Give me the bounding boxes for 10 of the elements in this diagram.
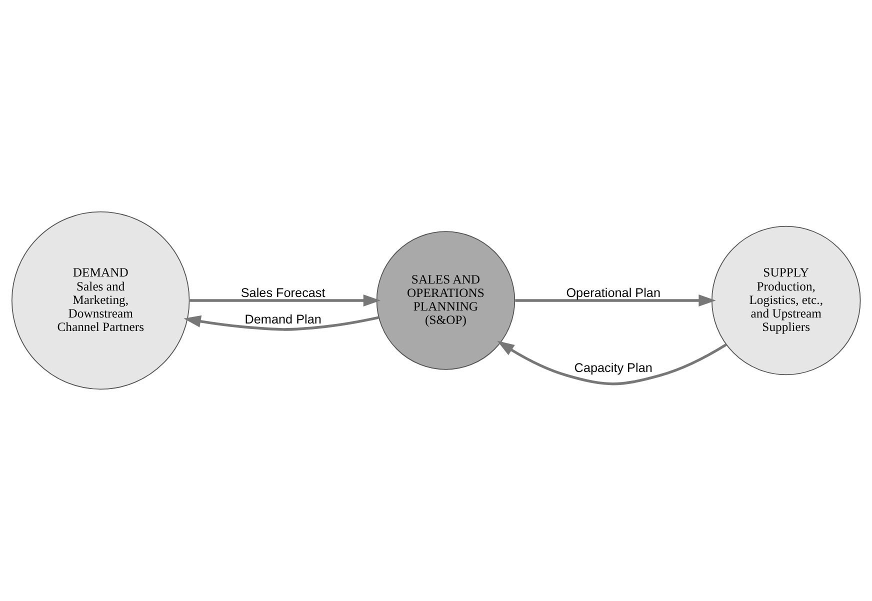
arrow	[497, 340, 727, 386]
arrow	[190, 294, 381, 307]
arrow	[515, 294, 716, 307]
edge-label: Demand Plan	[244, 312, 322, 326]
edge-label: Capacity Plan	[574, 361, 652, 376]
arrow	[184, 315, 379, 331]
edge-label: Sales Forecast	[240, 286, 326, 300]
node-circle: DEMAND Sales and Marketing, Downstream Channel Partners	[11, 211, 190, 390]
node-circle: SUPPLY Production, Logistics, etc., and Upstream Suppliers	[711, 226, 861, 376]
edge-label: Operational Plan	[566, 286, 660, 300]
